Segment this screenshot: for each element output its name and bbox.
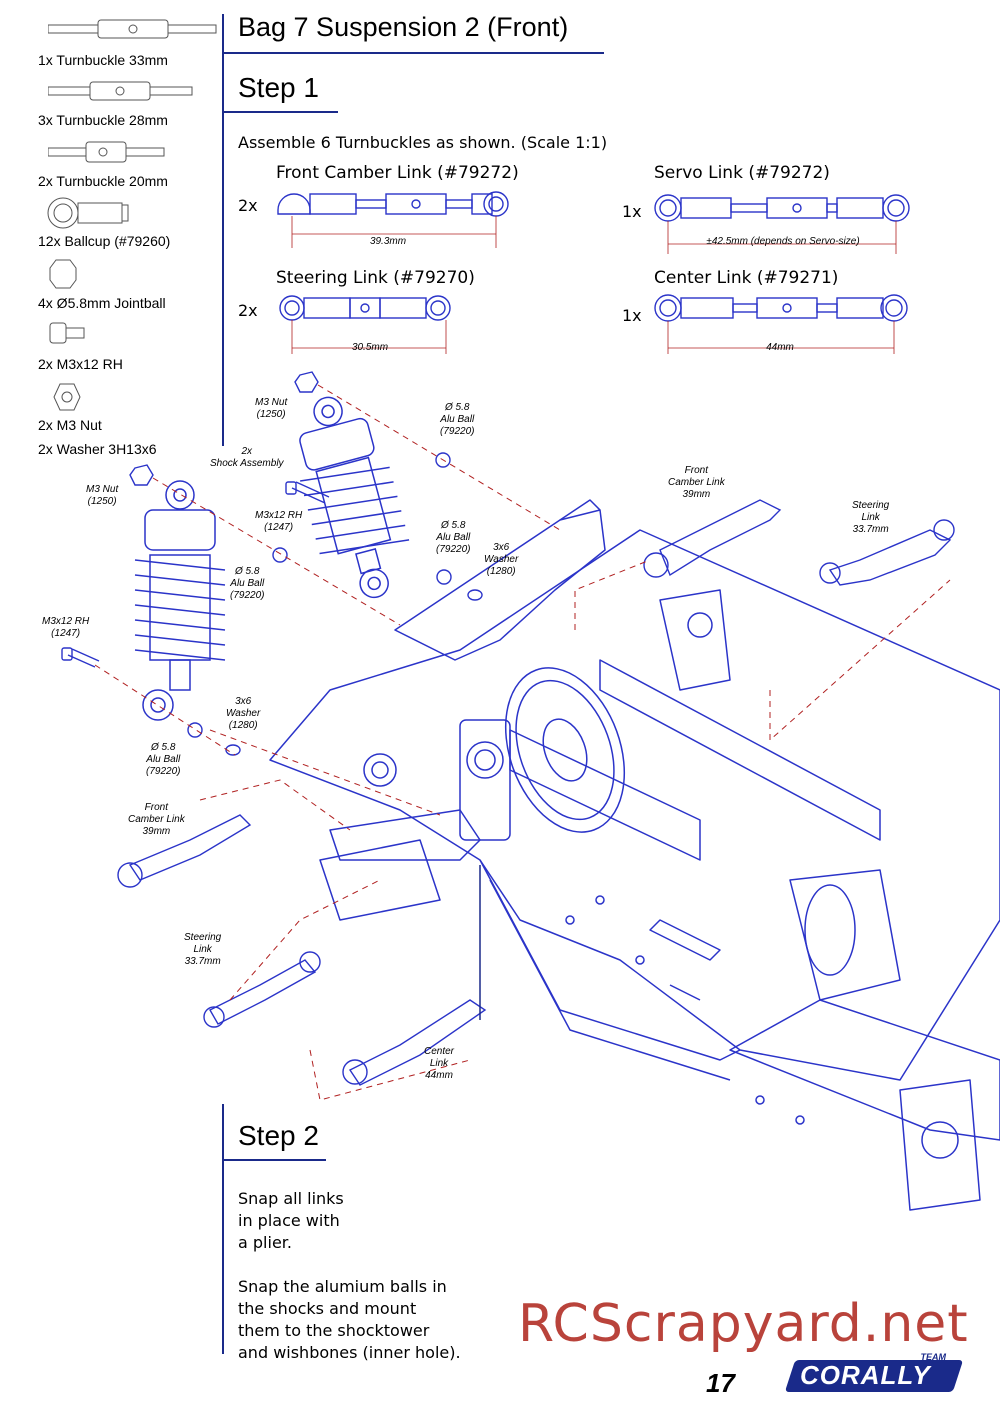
center-link-dimension: 44mm (766, 342, 794, 353)
step2-heading: Step 2 (238, 1120, 319, 1151)
front-camber-link-drawing (277, 191, 509, 248)
steering-link-qty: 2x (238, 301, 258, 320)
callout-m3x12-b: M3x12 RH (1247) (42, 616, 90, 639)
callout-front-camber-a: Front Camber Link 39mm (668, 465, 725, 500)
callout-steering-b: Steering Link 33.7mm (184, 932, 222, 967)
callout-washer-b: 3x6 Washer (1280) (226, 696, 261, 731)
steering-link-dimension: 30.5mm (351, 342, 389, 353)
alu-ball-a (435, 452, 451, 468)
callout-aluball-d: Ø 5.8 Alu Ball (79220) (146, 742, 181, 777)
front-camber-link-title: Front Camber Link (#79272) (276, 163, 519, 183)
screw-a (291, 481, 330, 504)
center-link-drawing (654, 294, 908, 354)
callout-aluball-c: Ø 5.8 Alu Ball (79220) (230, 566, 265, 601)
servo-link-drawing (654, 194, 910, 254)
front-camber-link-qty: 2x (238, 196, 258, 215)
center-link-qty: 1x (622, 306, 642, 325)
washer-b (225, 744, 241, 756)
washer-a (467, 589, 483, 601)
steering-link-title: Steering Link (#79270) (276, 268, 475, 288)
part-label-screw: 2x M3x12 RH (38, 356, 123, 372)
part-label-jointball: 4x Ø5.8mm Jointball (38, 295, 166, 311)
part-label-turnbuckle-20: 2x Turnbuckle 20mm (38, 173, 168, 189)
step1-instruction: Assemble 6 Turnbuckles as shown. (Scale … (238, 133, 608, 152)
callout-m3x12-a: M3x12 RH (1247) (255, 510, 303, 533)
callout-washer-a: 3x6 Washer (1280) (484, 542, 519, 577)
left-shock (134, 480, 226, 721)
alu-ball-b (272, 547, 288, 563)
part-label-ballcup: 12x Ballcup (#79260) (38, 233, 171, 249)
front-camber-link-dimension: 39.3mm (369, 236, 407, 247)
chassis-plate (269, 529, 1000, 1081)
front-camber-link-a-3d (659, 499, 782, 577)
turnbuckle-33mm-icon (48, 19, 217, 39)
alu-ball-c (436, 569, 452, 585)
callout-front-camber-b: Front Camber Link 39mm (128, 802, 185, 837)
step2-underline (224, 1159, 326, 1161)
part-label-washer: 2x Washer 3H13x6 (38, 441, 157, 457)
step1-underline (224, 111, 338, 113)
callout-steering-a: Steering Link 33.7mm (852, 500, 890, 535)
ballcup-icon (47, 197, 129, 229)
step2-divider (222, 1104, 224, 1354)
steering-link-drawing (279, 295, 451, 354)
turnbuckle-28mm-icon (48, 81, 193, 101)
title-underline (224, 52, 604, 54)
callout-aluball-b: Ø 5.8 Alu Ball (79220) (436, 520, 471, 555)
steering-link-a-3d (828, 529, 952, 586)
turnbuckle-20mm-icon (48, 141, 165, 163)
step2-paragraph-2: Snap the alumium balls in the shocks and… (238, 1277, 461, 1362)
watermark: RCScrapyard.net (518, 1294, 969, 1354)
part-label-turnbuckle-33: 1x Turnbuckle 33mm (38, 52, 168, 68)
servo-link-title: Servo Link (#79272) (654, 163, 830, 183)
page-number: 17 (706, 1368, 735, 1398)
callout-m3nut-b: M3 Nut (1250) (86, 484, 119, 507)
servo-link-dimension: ±42.5mm (depends on Servo-size) (706, 236, 860, 247)
steering-link-b-3d (209, 959, 317, 1025)
step1-heading: Step 1 (238, 72, 319, 103)
callout-m3nut-a: M3 Nut (1250) (255, 397, 288, 420)
m3-nut-a (294, 371, 319, 393)
right-shock (299, 396, 410, 599)
alu-ball-d (187, 722, 203, 738)
parts-divider (222, 14, 224, 446)
callout-center-link: Center Link 44mm (424, 1046, 455, 1081)
logo-team-text: TEAM (920, 1352, 947, 1362)
corally-logo: TEAM CORALLY (784, 1352, 964, 1396)
jointball-icon (49, 259, 77, 289)
m3-nut-b (129, 464, 154, 486)
center-link-title: Center Link (#79271) (654, 268, 839, 288)
callout-shock-assembly: 2x Shock Assembly (210, 446, 284, 469)
part-label-nut: 2x M3 Nut (38, 417, 102, 433)
servo-link-qty: 1x (622, 202, 642, 221)
logo-brand-text: CORALLY (800, 1360, 931, 1390)
callout-aluball-a: Ø 5.8 Alu Ball (79220) (440, 402, 475, 437)
page-title: Bag 7 Suspension 2 (Front) (238, 12, 569, 42)
front-camber-link-b-3d (128, 814, 252, 881)
part-label-turnbuckle-28: 3x Turnbuckle 28mm (38, 112, 168, 128)
screw-icon (49, 322, 85, 344)
chassis-exploded-view (61, 371, 1000, 1211)
step2-paragraph-1: Snap all links in place with a plier. (238, 1189, 344, 1252)
nut-icon (53, 383, 81, 411)
center-link-3d (348, 999, 487, 1086)
